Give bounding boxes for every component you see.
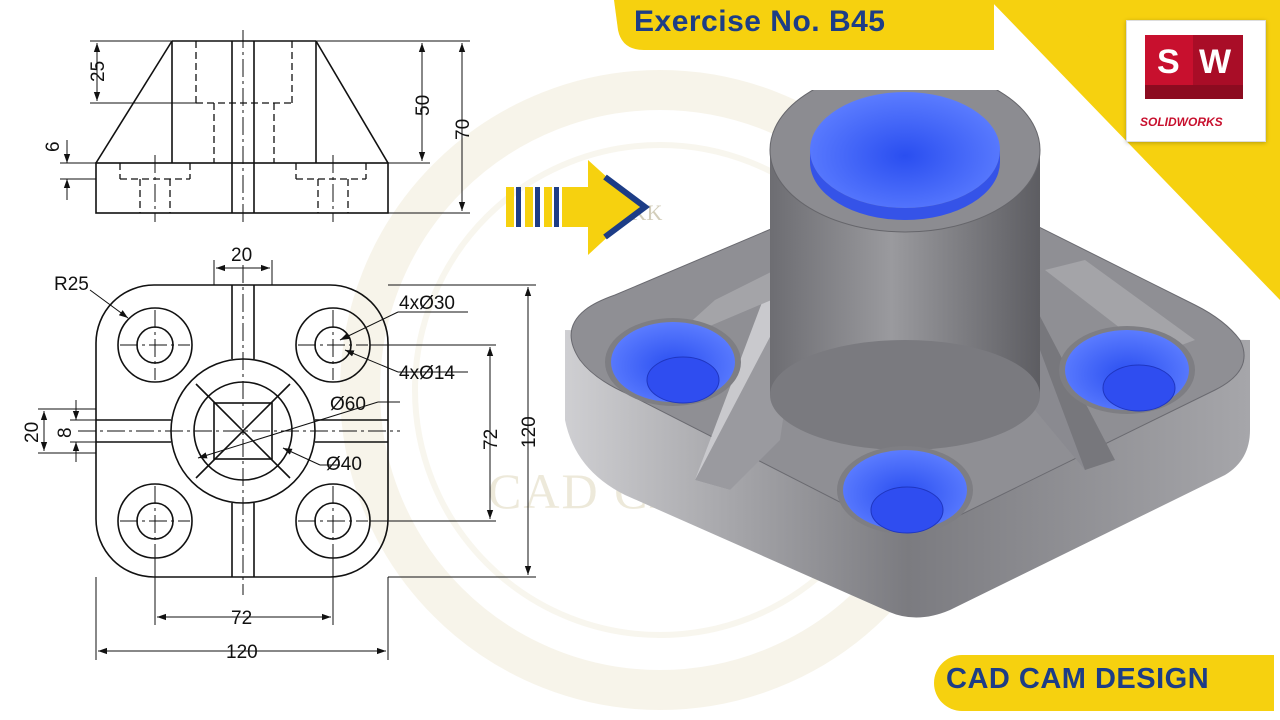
exercise-title: Exercise No. B45 [634, 5, 886, 38]
logo-caption: SOLIDWORKS [1140, 115, 1223, 129]
dim-d40: Ø40 [326, 454, 362, 475]
technical-drawing: 25 6 50 70 [22, 30, 540, 663]
dim-r25: R25 [54, 274, 89, 295]
dim-8-left: 8 [55, 427, 76, 438]
dim-20-left: 20 [22, 422, 43, 443]
solidworks-logo: S W [1126, 20, 1266, 142]
boss-hole [810, 92, 1000, 208]
title-band [614, 0, 994, 50]
corner-holes-3d [605, 318, 1195, 534]
dim-6: 6 [43, 141, 64, 152]
dim-20-top: 20 [231, 245, 252, 266]
front-view [60, 30, 470, 222]
dim-120-bottom: 120 [226, 642, 258, 663]
dim-120-right: 120 [519, 416, 540, 448]
dim-70: 70 [453, 119, 474, 140]
dim-d60: Ø60 [330, 394, 366, 415]
dim-50: 50 [413, 95, 434, 116]
dim-4x-d14: 4xØ14 [399, 363, 455, 384]
logo-letter-s: S [1157, 43, 1180, 81]
footer-brand: CAD CAM DESIGN [946, 663, 1210, 695]
dim-25: 25 [88, 61, 109, 82]
dim-4x-d30: 4xØ30 [399, 293, 455, 314]
footer-band [934, 655, 1274, 711]
isometric-model [565, 90, 1250, 618]
solidworks-cube-icon: S W [1145, 35, 1243, 99]
dim-72-right: 72 [481, 429, 502, 450]
logo-letter-w: W [1199, 43, 1232, 81]
dim-72-bottom: 72 [231, 608, 252, 629]
top-view [38, 260, 536, 660]
right-arrow-icon [506, 160, 650, 255]
